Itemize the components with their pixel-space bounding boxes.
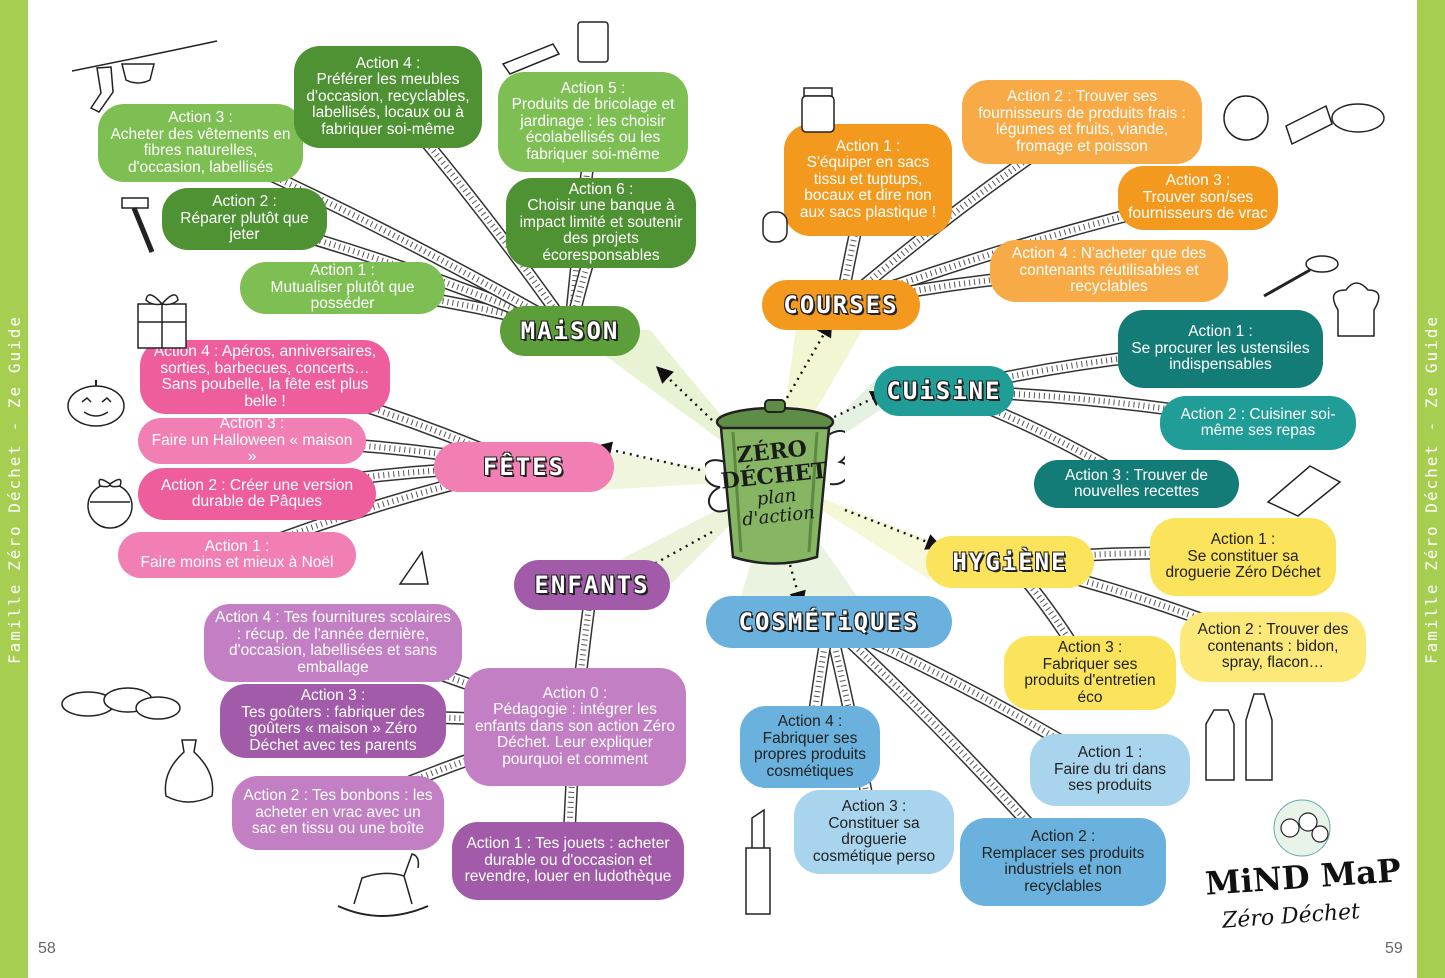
courses-action-2: Action 2 : Trouver ses fournisseurs de p… [962,80,1202,164]
arm-texture-courses-action-2 [839,119,1084,308]
fetes-action-4: Action 4 : Apéros, anniversaires, sortie… [140,340,390,414]
hygiene-action-1: Action 1 : Se constituer sa droguerie Zé… [1150,518,1336,596]
category-maison: MAiSON [500,306,640,356]
arrow-to-fetes [594,441,701,472]
cosmetiques-action-2: Action 2 : Remplacer ses produits indust… [960,818,1166,906]
family-faces-icon [1273,799,1331,857]
chef-hat-icon [1332,282,1380,337]
category-hygiene: HYGiÈNE [926,536,1094,588]
right-page-edge [1417,0,1445,978]
center-title: ZÉRO DÉCHET plan d'action [716,434,834,531]
cuisine-action-1: Action 1 : Se procurer les ustensiles in… [1118,310,1323,388]
page-number-right: 59 [1385,940,1403,957]
fetes-action-3: Action 3 : Faire un Halloween « maison » [138,416,366,465]
easter-egg-icon [87,478,133,529]
arrow-to-cuisine [827,391,888,422]
hygiene-action-2: Action 2 : Trouver des contenants : bido… [1180,612,1366,682]
enfants-action-2: Action 2 : Tes bonbons : les acheter en … [232,776,444,850]
paint-bucket-brush-icon [501,21,609,75]
cookies-icon [61,687,181,720]
jar-icon [801,87,835,133]
arrow-to-enfants [617,530,713,585]
category-courses: COURSES [762,280,920,330]
cosmetiques-action-3: Action 3 : Constituer sa droguerie cosmé… [794,790,954,874]
maison-action-2: Action 2 : Réparer plutôt que jeter [162,188,327,250]
trash-bin-icon [705,399,845,565]
cuisine-action-2: Action 2 : Cuisiner soi-même ses repas [1160,396,1356,450]
recipe-book-icon [1266,465,1342,517]
page-number-left: 58 [38,940,56,957]
category-fetes: FÊTES [434,442,614,492]
pumpkin-icon [67,380,125,427]
hammer-icon [121,197,155,253]
clothesline-icon [72,40,218,113]
category-cuisine: CUiSiNE [874,366,1014,416]
cuisine-action-3: Action 3 : Trouver de nouvelles recettes [1034,460,1239,508]
gift-icon [137,294,187,349]
arm-texture-enfants-action-4 [332,640,577,730]
courses-action-3: Action 3 : Trouver son/ses fournisseurs … [1118,166,1278,230]
arrow-to-maison [655,366,713,421]
whisk-icon [1263,255,1339,298]
arm-texture-cuisine-action-1 [943,346,1221,394]
enfants-action-1: Action 1 : Tes jouets : acheter durable … [452,822,684,900]
left-page-edge [0,0,28,978]
maison-action-6: Action 6 : Choisir une banque à impact l… [506,178,696,268]
coins-icon [762,211,788,243]
courses-action-4: Action 4 : N'acheter que des contenants … [990,240,1228,302]
fresh-food-icon [1223,95,1385,146]
hygiene-action-3: Action 3 : Fabriquer ses produits d'entr… [1004,636,1176,710]
cleaning-bottles-icon [1205,693,1273,781]
category-cosmetiques: COSMÉTiQUES [706,596,952,648]
candy-bag-icon [164,739,214,803]
dotted-arrows [594,319,943,609]
cosmetiques-action-4: Action 4 : Fabriquer ses propres produit… [740,706,880,788]
enfants-action-4: Action 4 : Tes fournitures scolaires : r… [204,604,462,682]
party-hat-icon [398,550,429,585]
enfants-action-3: Action 3 : Tes goûters : fabriquer des g… [220,684,446,758]
rocking-horse-icon [337,853,429,917]
fetes-action-2: Action 2 : Créer une version durable de … [138,468,376,520]
arm-texture-courses-action-4 [840,268,1110,308]
maison-action-1: Action 1 : Mutualiser plutôt que posséde… [240,262,445,314]
enfants-action-0: Action 0 : Pédagogie : intégrer les enfa… [464,668,686,786]
fetes-action-1: Action 1 : Faire moins et mieux à Noël [118,532,356,578]
cosmetiques-action-1: Action 1 : Faire du tri dans ses produit… [1030,734,1190,806]
arm-texture-maison-action-4 [385,95,573,333]
arm-texture-maison-action-3 [199,140,572,334]
maison-action-3: Action 3 : Acheter des vêtements en fibr… [98,104,303,182]
maison-action-5: Action 5 : Produits de bricolage et jard… [498,72,688,172]
courses-action-1: Action 1 : S'équiper en sacs tissu et tu… [784,124,952,236]
lipstick-icon [745,808,771,915]
maison-action-4: Action 4 : Préférer les meubles d'occasi… [294,46,482,148]
category-enfants: ENFANTS [514,560,670,610]
arrow-to-courses [778,319,833,411]
